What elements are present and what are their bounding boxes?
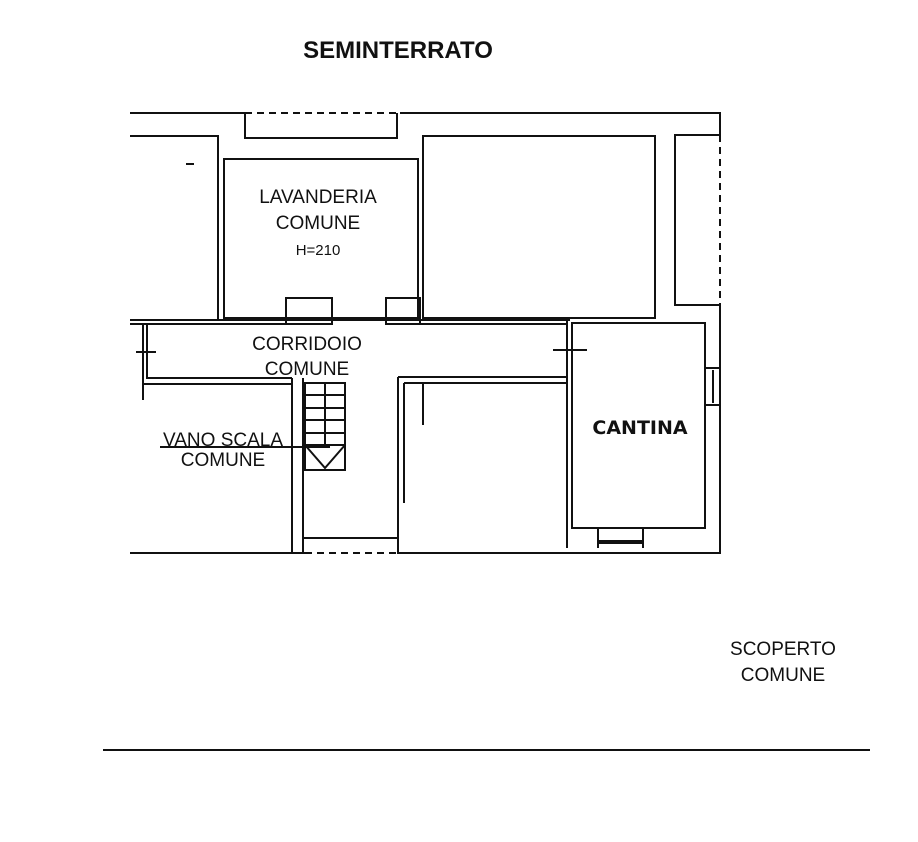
plan-title: SEMINTERRATO	[303, 37, 493, 64]
scoperto-label-2: COMUNE	[741, 665, 825, 686]
lavanderia-label-2: COMUNE	[276, 213, 360, 234]
scoperto-label: SCOPERTO	[730, 639, 836, 660]
vano-scala-label-2: COMUNE	[181, 450, 265, 471]
lavanderia-height: H=210	[296, 242, 341, 259]
stairs	[160, 382, 346, 471]
lavanderia-label: LAVANDERIA	[259, 187, 377, 208]
corridoio-label-2: COMUNE	[265, 359, 349, 380]
walls	[130, 112, 721, 554]
cantina-label: CANTINA	[592, 417, 687, 439]
corridoio-label: CORRIDOIO	[252, 334, 362, 355]
vano-scala-label: VANO SCALA	[163, 430, 283, 451]
